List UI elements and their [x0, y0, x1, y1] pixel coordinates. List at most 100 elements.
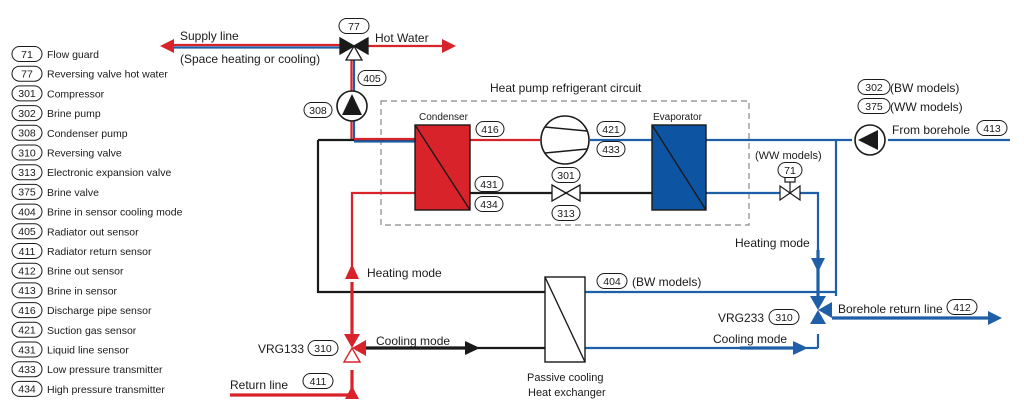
tag-77-code: 77: [348, 21, 360, 33]
supply-line-label: Supply line: [180, 29, 239, 43]
legend-code-pill-code: 310: [18, 147, 36, 159]
legend-code-pill-code: 404: [18, 206, 36, 218]
tag-405-code: 405: [363, 73, 381, 85]
legend-code-pill-outline: [11, 183, 43, 200]
tag-434-outline: [474, 196, 504, 212]
legend-code-pill-outline: [11, 144, 43, 161]
heating-mode-left-label: Heating mode: [367, 266, 442, 280]
tag-431: 431: [474, 176, 504, 192]
tag-77-outline: [338, 18, 370, 34]
legend-code-pill-code: 433: [18, 364, 36, 376]
tag-421-outline: [596, 121, 626, 137]
hot-water-label: Hot Water: [375, 31, 429, 45]
tag-416: 416: [475, 121, 505, 137]
tag-411: 411: [302, 373, 334, 389]
legend-code-pill: 412: [11, 262, 43, 279]
tag-310-vrg233-code: 310: [775, 312, 793, 324]
tag-313-code: 313: [557, 208, 575, 220]
legend-label: Liquid line sensor: [47, 345, 129, 357]
legend-code-pill-code: 434: [18, 384, 36, 396]
tag-313: 313: [551, 205, 581, 221]
evaporator: [651, 124, 707, 211]
legend-code-pill-code: 375: [18, 187, 36, 199]
borehole-return-arrow: [988, 311, 1002, 325]
cooling-mode-left-arrow: [465, 341, 480, 355]
circuit-title: Heat pump refrigerant circuit: [490, 81, 642, 95]
tag-421: 421: [596, 121, 626, 137]
legend-code-pill-code: 411: [19, 246, 36, 258]
tag-433: 433: [596, 141, 626, 157]
legend-code-pill: 411: [11, 243, 43, 259]
tag-310-vrg133: 310: [307, 340, 339, 356]
tag-434: 434: [474, 196, 504, 212]
evaporator-label: Evaporator: [653, 112, 703, 123]
legend-label: Brine valve: [47, 187, 99, 199]
tag-310-vrg233: 310: [768, 309, 800, 325]
legend-code-pill-outline: [11, 302, 43, 319]
from-borehole-label: From borehole: [892, 123, 970, 137]
tag-308-code: 308: [309, 105, 327, 117]
passive-cooling-heat-exchanger: [544, 276, 586, 363]
legend-code-pill-code: 405: [18, 226, 36, 238]
ww-models-label: (WW models): [890, 100, 963, 114]
legend-code-pill: 404: [11, 203, 43, 220]
tag-302-code: 302: [865, 82, 883, 94]
legend-label: Brine in sensor cooling mode: [47, 207, 183, 219]
tag-431-code: 431: [480, 179, 498, 191]
legend-code-pill: 413: [11, 282, 43, 299]
legend-code-pill: 310: [11, 144, 43, 161]
legend-code-pill-outline: [11, 223, 43, 240]
legend-code-pill-outline: [11, 124, 43, 141]
compressor: [540, 115, 590, 165]
tag-433-code: 433: [602, 144, 620, 156]
bw-models-404-label: (BW models): [632, 275, 701, 289]
legend-label: Radiator return sensor: [47, 246, 152, 258]
legend-code-pill-code: 77: [21, 69, 33, 81]
tag-310-vrg233-outline: [768, 309, 800, 325]
vrg233-reversing-valve: [810, 296, 832, 324]
legend-label: Radiator out sensor: [47, 226, 139, 238]
tag-375-code: 375: [865, 101, 883, 113]
tag-302: 302: [857, 79, 891, 95]
legend-code-pill-outline: [11, 243, 43, 259]
legend-code-pill-code: 313: [18, 167, 36, 179]
tag-301-outline: [551, 167, 581, 183]
legend-code-pill-outline: [11, 164, 43, 181]
legend-code-pill-code: 71: [21, 49, 33, 61]
outer-loop-left: [316, 140, 545, 294]
legend-code-pill-code: 301: [18, 88, 36, 100]
legend-code-pill-outline: [11, 46, 43, 62]
cooling-mode-right-label: Cooling mode: [713, 332, 787, 346]
heating-mode-right-label: Heating mode: [735, 236, 810, 250]
tag-302-outline: [857, 79, 891, 95]
legend-label: Discharge pipe sensor: [47, 305, 152, 317]
bw-models-label: (BW models): [890, 81, 959, 95]
legend-code-pill: 416: [11, 302, 43, 319]
legend-code-pill-code: 421: [18, 325, 36, 337]
legend-label: Low pressure transmitter: [47, 364, 163, 376]
tag-375: 375: [857, 98, 891, 114]
cooling-mode-right-arrow: [793, 341, 808, 355]
tag-416-outline: [475, 121, 505, 137]
tag-375-outline: [857, 98, 891, 114]
passive-cooling-label-1: Passive cooling: [527, 372, 603, 384]
legend-code-pill-outline: [11, 262, 43, 279]
condenser-pump: [336, 90, 368, 122]
legend-code-pill-outline: [11, 105, 43, 122]
expansion-valve: [551, 183, 581, 203]
tag-404-outline: [596, 273, 628, 289]
tag-431-outline: [474, 176, 504, 192]
pipe-condenser-return: [350, 191, 415, 270]
legend-code-pill: 77: [11, 65, 43, 82]
supply-line-arrow: [160, 39, 174, 53]
legend-label: Brine out sensor: [47, 266, 124, 278]
tag-411-outline: [302, 373, 334, 389]
tag-405: 405: [357, 70, 387, 86]
borehole-return-label: Borehole return line: [838, 302, 943, 316]
tag-405-outline: [357, 70, 387, 86]
refrigerant-circuit-frame: [380, 100, 750, 226]
vrg133-label: VRG133: [258, 342, 304, 356]
